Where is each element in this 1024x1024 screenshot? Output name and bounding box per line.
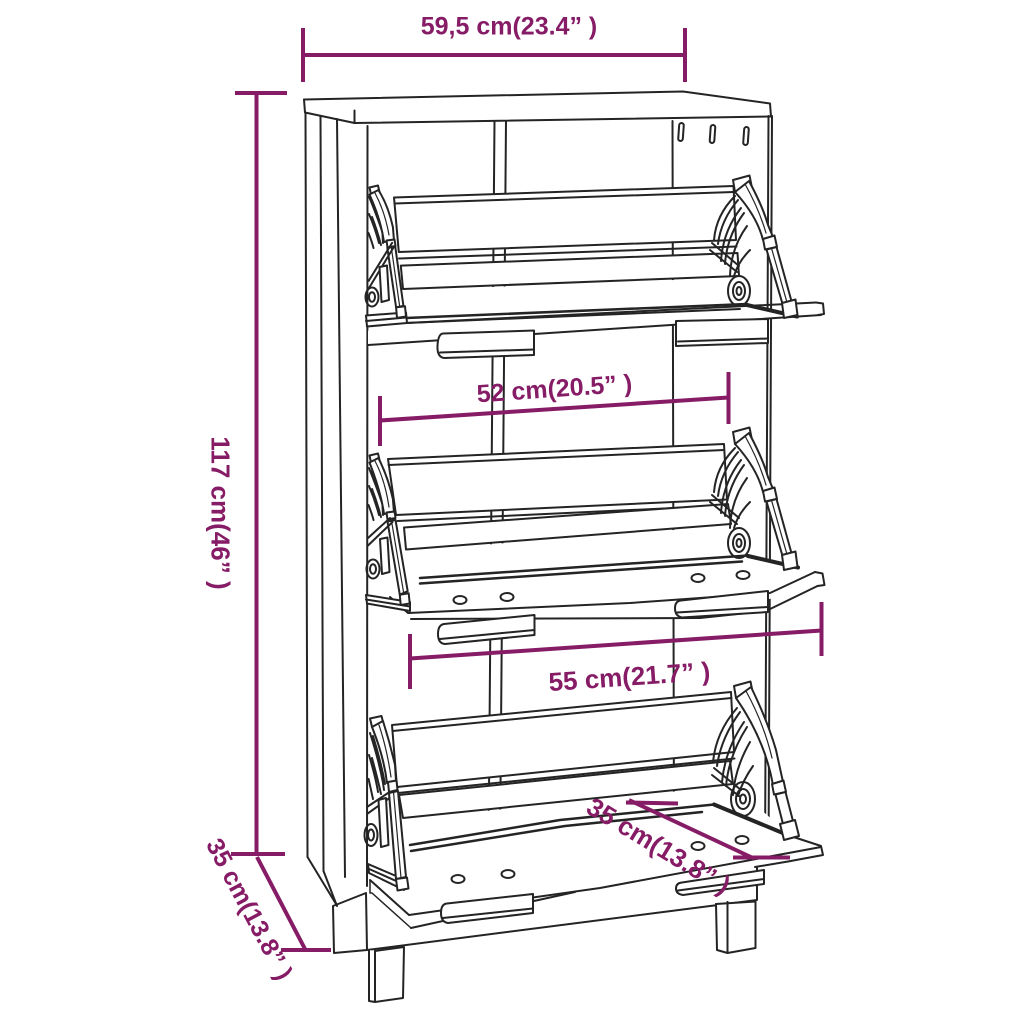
svg-text:117 cm(46” ): 117 cm(46” ) [206,436,236,589]
svg-text:59,5 cm(23.4” ): 59,5 cm(23.4” ) [421,13,598,41]
